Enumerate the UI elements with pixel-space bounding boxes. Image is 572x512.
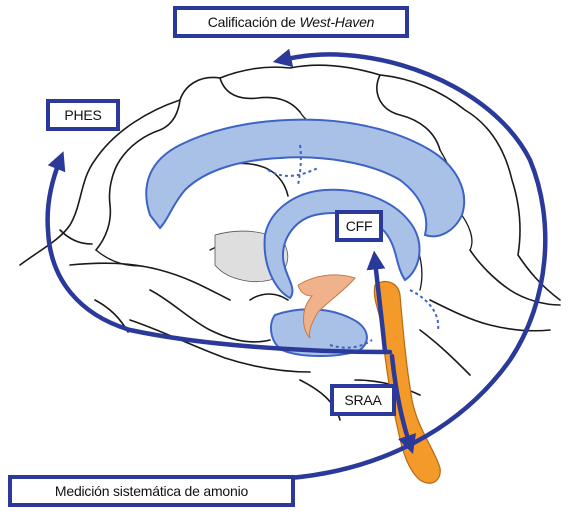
amonio-label: Medición sistemática de amonio [8,475,295,507]
west-haven-prefix: Calificación de [208,14,296,30]
arrows [48,54,546,478]
sraa-label: SRAA [330,384,396,416]
west-haven-italic: West-Haven [299,14,374,30]
phes-label: PHES [46,99,120,131]
west-haven-label: Calificación de West-Haven [173,6,409,38]
cff-label: CFF [335,210,383,242]
